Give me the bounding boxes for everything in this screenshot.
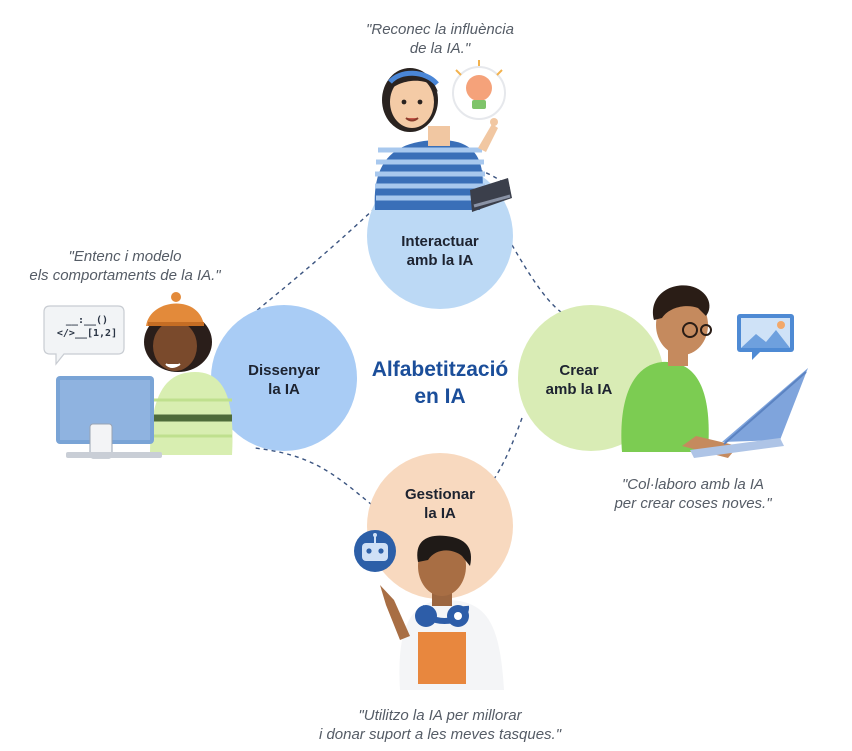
node-label-left: Dissenyar la IA [229,361,339,399]
center-title-line2: en IA [414,385,466,408]
code-bubble-line1: __:__() [65,315,109,326]
woman-at-computer-illustration [56,292,233,459]
center-title: Alfabetització en IA [352,356,528,410]
bottom-quote-line2: i donar suport a les meves tasques." [318,726,562,743]
bottom-quote: "Utilitzo la IA per millorar i donar sup… [300,706,580,744]
code-bubble-text: __:__() </>__[1,2] [56,314,118,340]
boy-with-laptop-illustration [621,285,808,458]
right-quote: "Col·laboro amb la IA per crear coses no… [588,475,798,513]
node-label-bottom-line2: la IA [424,505,456,522]
center-title-line1: Alfabetització [371,358,509,381]
lightbulb-icon [452,60,506,120]
right-quote-line2: per crear coses noves." [614,495,772,512]
code-bubble-icon [43,305,125,366]
left-quote-line1: "Entenc i modelo [68,248,182,265]
code-bubble-line2: </>__[1,2] [56,328,118,339]
top-quote-line2: de la IA." [409,40,471,57]
top-quote-line1: "Reconec la influència [366,21,514,38]
left-quote-line2: els comportaments de la IA." [29,267,221,284]
node-label-right-line1: Crear [559,362,599,379]
image-icon [737,314,794,360]
node-label-top-line1: Interactuar [401,233,479,250]
left-quote: "Entenc i modelo els comportaments de la… [10,247,240,285]
node-label-right-line2: amb la IA [545,381,613,398]
top-quote: "Reconec la influència de la IA." [330,20,550,58]
right-quote-line1: "Col·laboro amb la IA [621,476,765,493]
node-circle-bottom [367,453,513,599]
node-label-left-line1: Dissenyar [248,362,320,379]
man-with-headphones-illustration [380,535,504,690]
node-label-top-line2: amb la IA [406,252,474,269]
node-label-bottom-line1: Gestionar [404,486,476,503]
node-label-top: Interactuar amb la IA [385,232,495,270]
girl-with-tablet-illustration [374,68,512,212]
robot-icon [354,530,396,572]
node-label-right: Crear amb la IA [524,361,634,399]
node-label-bottom: Gestionar la IA [385,485,495,523]
node-circle-left [211,305,357,451]
node-label-left-line2: la IA [268,381,300,398]
bottom-quote-line1: "Utilitzo la IA per millorar [358,707,522,724]
